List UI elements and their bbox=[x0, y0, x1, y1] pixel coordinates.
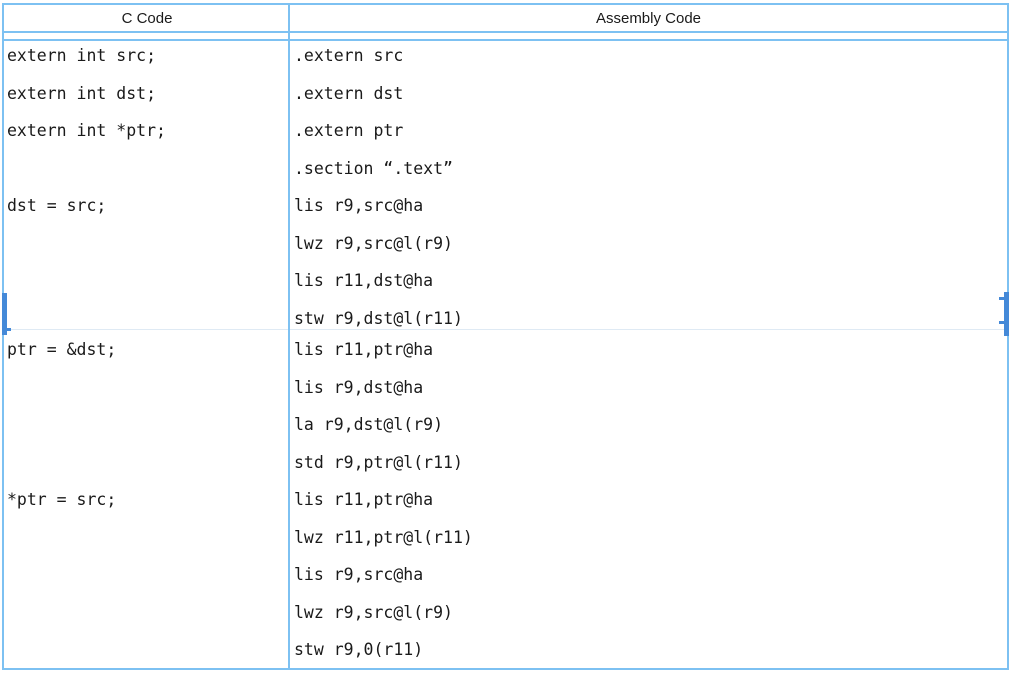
assembly-code-cell-row2[interactable]: lis r11,ptr@ha lis r9,dst@ha la r9,dst@l(r… bbox=[290, 330, 1007, 668]
code-line: stw r9,0(r11) bbox=[294, 640, 424, 659]
row-divider bbox=[4, 329, 1007, 330]
assembly-code-cell-row1[interactable]: .extern src .extern dst .extern ptr .sectio… bbox=[290, 41, 1007, 329]
code-line: .extern dst bbox=[294, 83, 404, 103]
code-line: *ptr = src; bbox=[7, 490, 117, 509]
table-row-1: extern int src; extern int dst; extern int… bbox=[4, 41, 1007, 329]
code-line: lis r9,src@ha bbox=[294, 196, 424, 215]
code-line: lis r9,src@ha bbox=[294, 565, 424, 584]
c-code-header: C Code bbox=[121, 9, 173, 27]
code-line: la r9,dst@l(r9) bbox=[294, 415, 444, 434]
code-line bbox=[7, 603, 290, 641]
code-line: .section “.text” bbox=[294, 158, 453, 178]
code-line: lis r11,dst@ha bbox=[294, 271, 434, 290]
code-line bbox=[7, 378, 290, 416]
code-line: lis r11,ptr@ha bbox=[294, 490, 434, 509]
c-code-cell-row2[interactable]: ptr = &dst; *ptr = src; bbox=[4, 330, 290, 668]
code-line: stw r9,dst@l(r11) bbox=[294, 308, 463, 328]
code-line bbox=[7, 528, 290, 566]
table-header-row: C Code Assembly Code bbox=[4, 5, 1007, 33]
code-line: extern int *ptr; bbox=[7, 121, 166, 140]
code-line bbox=[7, 271, 290, 309]
code-line: lwz r9,src@l(r9) bbox=[294, 233, 453, 253]
code-line bbox=[7, 234, 290, 272]
row-border-handle-left[interactable] bbox=[2, 293, 7, 335]
column-divider bbox=[288, 5, 290, 668]
c-code-cell-row1[interactable]: extern int src; extern int dst; extern int… bbox=[4, 41, 290, 329]
code-line: .extern ptr bbox=[294, 121, 404, 140]
code-line: ptr = &dst; bbox=[7, 340, 117, 359]
header-double-rule bbox=[4, 39, 1007, 41]
code-line bbox=[7, 309, 290, 330]
code-line: extern int src; bbox=[7, 46, 157, 65]
code-line bbox=[7, 159, 290, 197]
code-line: lis r9,dst@ha bbox=[294, 377, 424, 397]
code-line: lis r11,ptr@ha bbox=[294, 340, 434, 359]
code-table: C Code Assembly Code extern int src;exte… bbox=[2, 3, 1009, 670]
code-line: lwz r9,src@l(r9) bbox=[294, 602, 453, 622]
code-line: lwz r11,ptr@l(r11) bbox=[294, 527, 473, 547]
row-border-handle-right-notch-bottom bbox=[999, 321, 1006, 324]
code-line bbox=[7, 453, 290, 491]
assembly-code-header: Assembly Code bbox=[595, 9, 702, 27]
code-line: .extern src bbox=[294, 46, 404, 65]
code-line bbox=[7, 565, 290, 603]
code-line: std r9,ptr@l(r11) bbox=[294, 452, 463, 472]
code-line bbox=[7, 415, 290, 453]
code-line: extern int dst; bbox=[7, 83, 157, 103]
code-line bbox=[7, 640, 290, 668]
row-border-handle-right[interactable] bbox=[1004, 292, 1009, 336]
row-border-handle-right-notch-top bbox=[999, 297, 1006, 300]
row-border-handle-left-tick bbox=[7, 328, 11, 331]
code-line: dst = src; bbox=[7, 196, 107, 215]
